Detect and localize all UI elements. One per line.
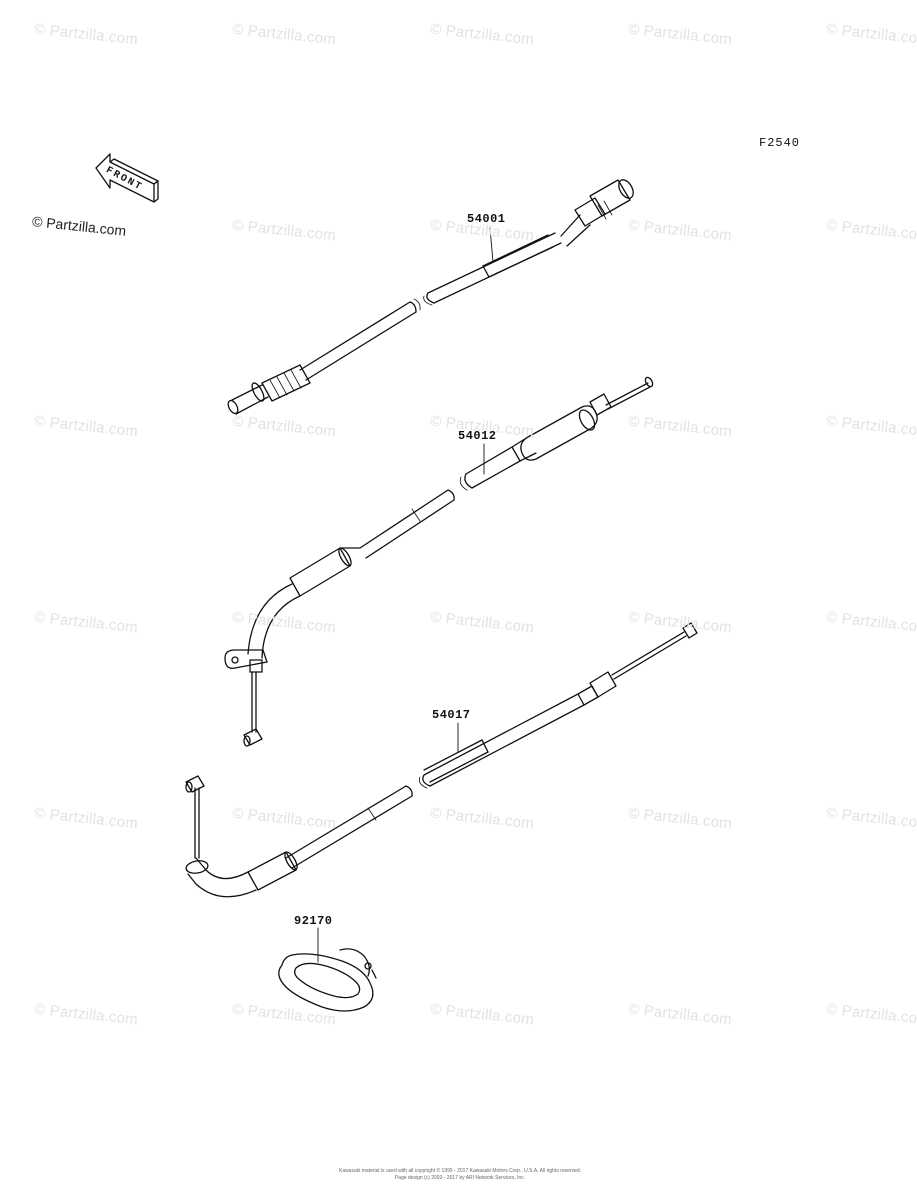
starter-cable-54012[interactable] [224, 376, 654, 747]
footer-line-2: Page design (c) 2003 - 2017 by ARI Netwo… [394, 1175, 526, 1181]
footer-line-1: Kawasaki material is used with all copyr… [338, 1168, 582, 1174]
control-cable-54017[interactable] [185, 622, 698, 898]
part-callout-54012[interactable]: 54012 [458, 429, 497, 443]
part-callout-92170[interactable]: 92170 [294, 914, 333, 928]
clamp-92170[interactable] [278, 927, 377, 1012]
figure-code: F2540 [759, 136, 801, 150]
part-callout-54001[interactable]: 54001 [467, 212, 506, 226]
front-direction-arrow [95, 153, 159, 203]
speedometer-cable-54001[interactable] [226, 177, 636, 415]
footer-copyright: Kawasaki material is used with all copyr… [330, 1168, 590, 1182]
part-callout-54017[interactable]: 54017 [432, 708, 471, 722]
